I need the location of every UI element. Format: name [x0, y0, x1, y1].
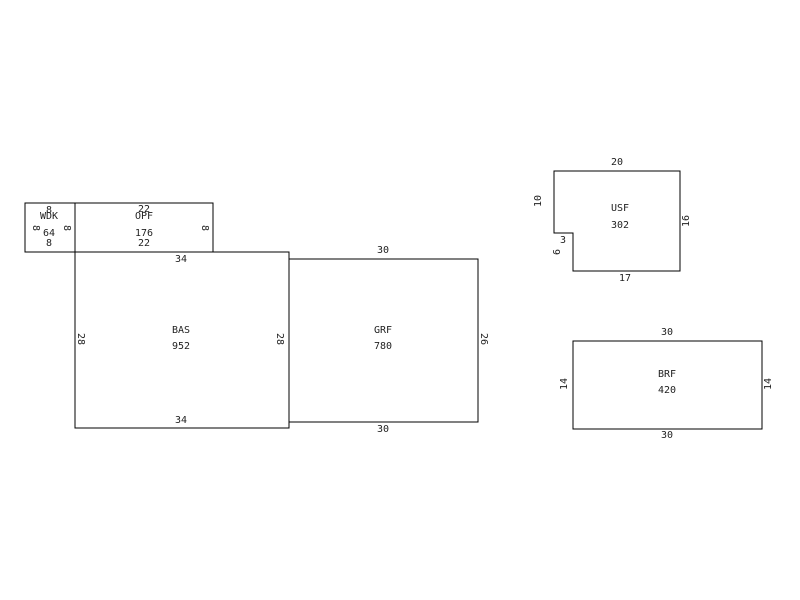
area-wdk-dim-right: 8 — [61, 225, 72, 231]
area-brf-area: 420 — [658, 385, 676, 396]
area-bas-dim-bottom: 34 — [175, 415, 187, 426]
area-opf-area: 176 — [135, 228, 153, 239]
area-bas-area: 952 — [172, 341, 190, 352]
area-usf-outline — [553, 170, 681, 272]
area-bas: BAS 952 34 34 28 28 — [74, 251, 290, 429]
area-bas-dim-left: 28 — [75, 333, 86, 345]
area-grf: GRF 780 30 30 26 — [288, 245, 489, 435]
area-wdk-area: 64 — [43, 228, 55, 239]
area-opf-code: OPF — [135, 211, 153, 222]
area-brf: BRF 420 30 30 14 14 — [559, 327, 774, 441]
area-usf-dim-left: 10 — [533, 195, 544, 207]
area-grf-outline — [288, 258, 479, 423]
area-usf-dim-top: 20 — [611, 157, 623, 168]
area-bas-code: BAS — [172, 325, 190, 336]
area-usf-dim-right: 16 — [681, 215, 692, 227]
area-brf-outline — [572, 340, 763, 430]
area-usf-code: USF — [611, 203, 629, 214]
area-brf-dim-right: 14 — [763, 378, 774, 390]
area-usf-dim-notch-h: 3 — [560, 235, 566, 246]
area-brf-dim-left: 14 — [559, 378, 570, 390]
area-opf-dim-right: 8 — [199, 225, 210, 231]
area-wdk-code: WDK — [40, 211, 58, 222]
area-wdk: WDK 64 8 8 8 8 — [24, 202, 76, 253]
area-grf-dim-top: 30 — [377, 245, 389, 256]
area-usf-area: 302 — [611, 220, 629, 231]
area-usf-dim-notch-v: 6 — [552, 249, 563, 255]
area-brf-dim-bottom: 30 — [661, 430, 673, 441]
area-bas-dim-top: 34 — [175, 254, 187, 265]
area-grf-dim-bottom: 30 — [377, 424, 389, 435]
area-usf: USF 302 20 17 10 3 6 16 — [533, 157, 692, 284]
area-wdk-dim-top: 8 — [46, 205, 52, 216]
area-bas-dim-right: 28 — [274, 333, 285, 345]
area-opf: OPF 176 22 22 8 — [74, 202, 214, 253]
area-brf-code: BRF — [658, 369, 676, 380]
area-wdk-dim-bottom: 8 — [46, 238, 52, 249]
area-usf-dim-bottom: 17 — [619, 273, 631, 284]
area-wdk-dim-left: 8 — [30, 225, 41, 231]
area-bas-outline — [74, 251, 290, 429]
area-opf-dim-bottom: 22 — [138, 238, 150, 249]
area-grf-dim-right: 26 — [478, 333, 489, 345]
area-grf-code: GRF — [374, 325, 392, 336]
area-grf-area: 780 — [374, 341, 392, 352]
area-opf-dim-top: 22 — [138, 204, 150, 215]
area-brf-dim-top: 30 — [661, 327, 673, 338]
